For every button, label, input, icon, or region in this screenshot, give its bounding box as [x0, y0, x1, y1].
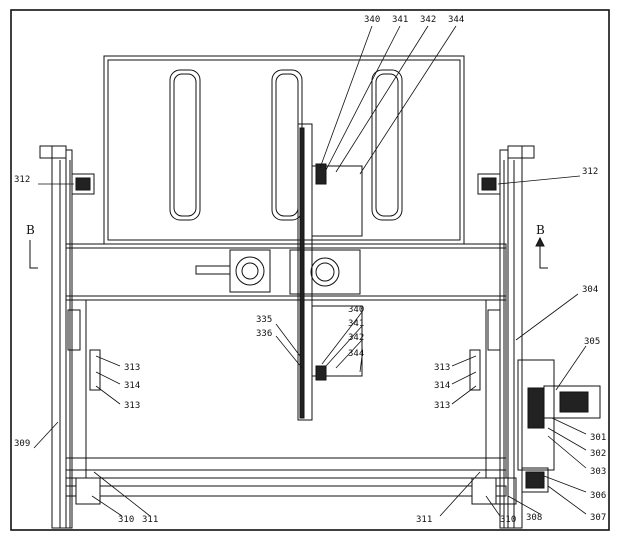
- label-344-top: 344: [448, 15, 464, 25]
- label-310-left: 310: [118, 515, 134, 525]
- label-302: 302: [590, 449, 606, 459]
- label-313-right-b: 313: [434, 401, 450, 411]
- label-340-top: 340: [364, 15, 380, 25]
- label-301: 301: [590, 433, 606, 443]
- label-336: 336: [256, 329, 272, 339]
- leader-lines: [33, 25, 587, 517]
- label-310-right: 310: [500, 515, 516, 525]
- beam-motor: [195, 249, 361, 295]
- label-313-left-a: 313: [124, 363, 140, 373]
- label-311-right: 311: [416, 515, 432, 525]
- label-312-right: 312: [582, 167, 598, 177]
- label-303: 303: [590, 467, 606, 477]
- label-309: 309: [14, 439, 30, 449]
- label-313-right-a: 313: [434, 363, 450, 373]
- label-304: 304: [582, 285, 598, 295]
- section-mark-right: B: [536, 223, 545, 237]
- label-305: 305: [584, 337, 600, 347]
- label-308: 308: [526, 513, 542, 523]
- label-311-left: 311: [142, 515, 158, 525]
- section-arrow-right: [535, 236, 548, 269]
- drawing-border: [10, 9, 610, 531]
- label-312-left: 312: [14, 175, 30, 185]
- label-342-top: 342: [420, 15, 436, 25]
- label-340-mid: 340: [348, 305, 364, 315]
- label-314-left: 314: [124, 381, 140, 391]
- drive-motor: [517, 359, 601, 493]
- base-rails: [65, 457, 517, 505]
- label-335: 335: [256, 315, 272, 325]
- section-mark-left: B: [26, 223, 35, 237]
- center-plate: [297, 123, 363, 421]
- label-344-mid: 344: [348, 349, 364, 359]
- cross-beam: [65, 243, 507, 301]
- label-314-right: 314: [434, 381, 450, 391]
- upper-tank: [103, 55, 465, 245]
- label-341-top: 341: [392, 15, 408, 25]
- section-arrow-left: [29, 240, 38, 269]
- label-307: 307: [590, 513, 606, 523]
- label-341-mid: 341: [348, 319, 364, 329]
- right-post: [477, 145, 535, 529]
- label-306: 306: [590, 491, 606, 501]
- label-313-left-b: 313: [124, 401, 140, 411]
- label-342-mid: 342: [348, 333, 364, 343]
